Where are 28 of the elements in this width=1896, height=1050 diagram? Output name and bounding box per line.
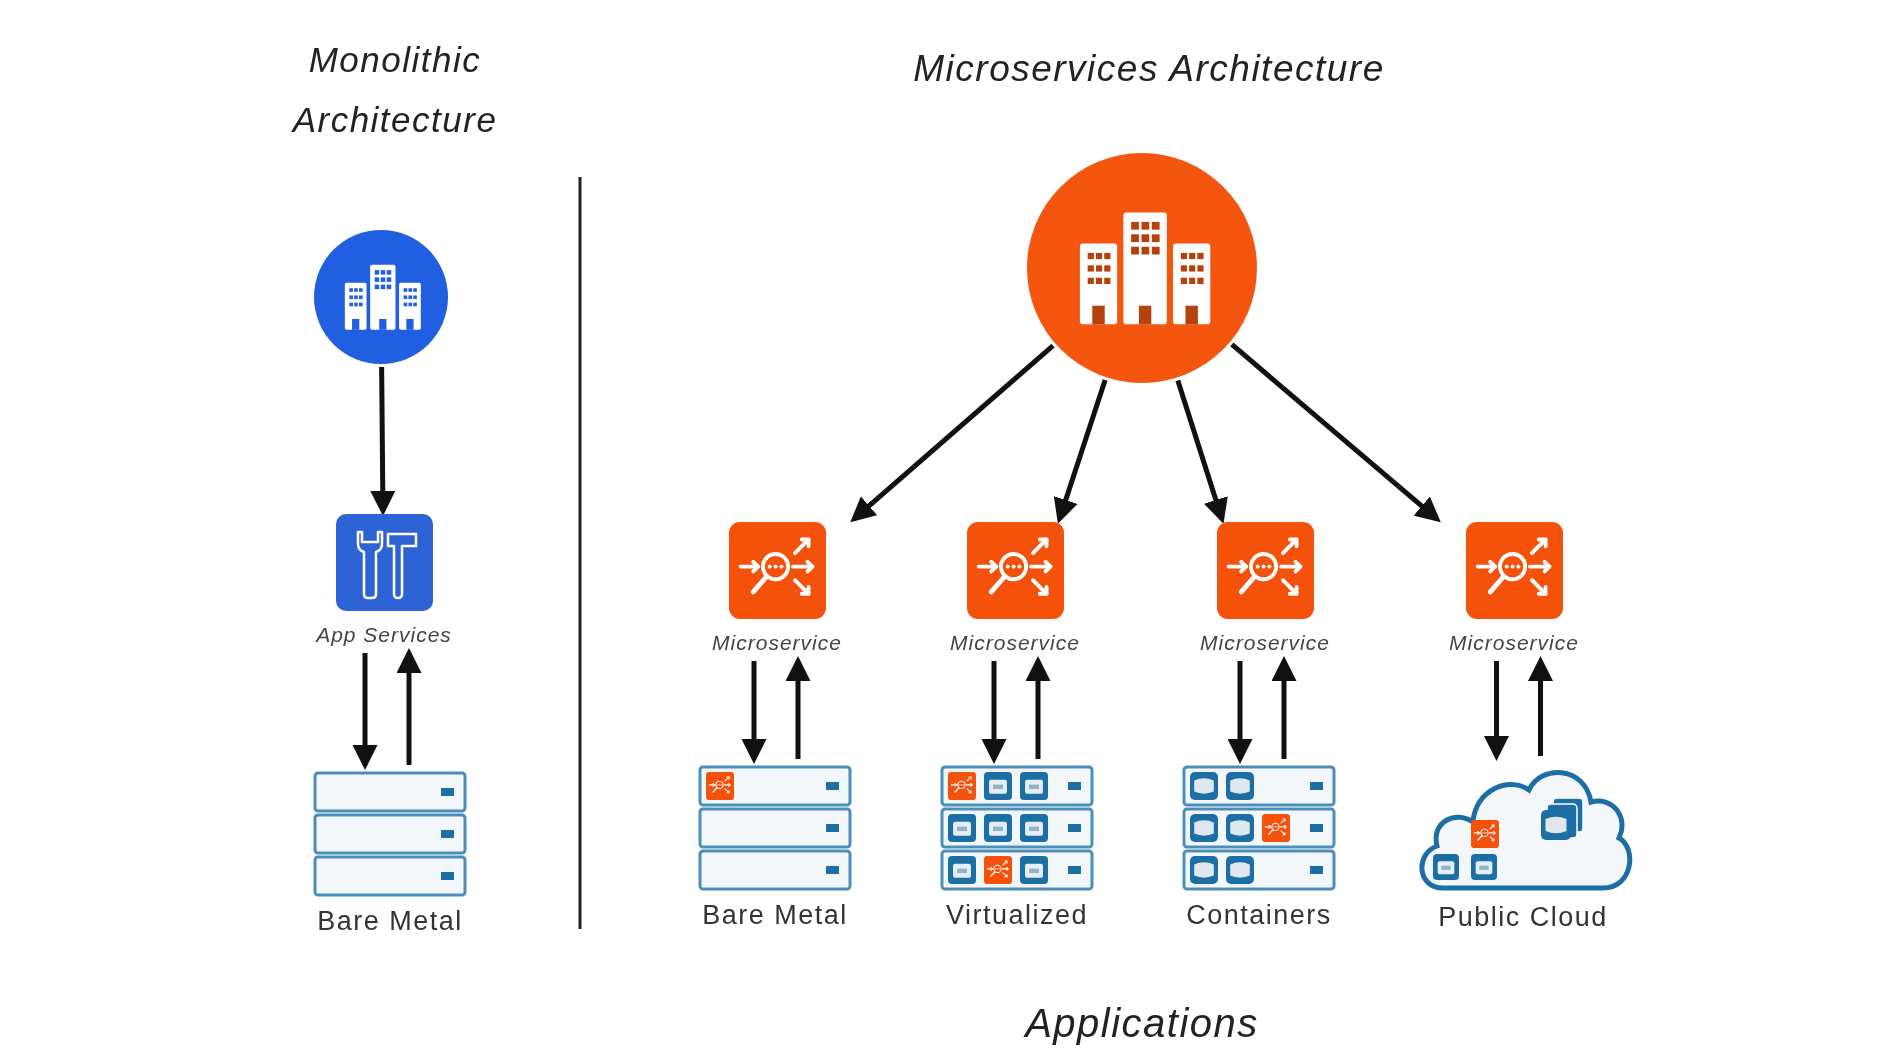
platform-label: Bare Metal xyxy=(317,906,463,937)
node-label: Microservice xyxy=(1449,631,1579,655)
arrow xyxy=(1227,661,1253,764)
node-label: App Services xyxy=(316,623,452,647)
caption: Applications xyxy=(1022,1000,1260,1046)
platform-label: Containers xyxy=(1186,900,1332,931)
arrow xyxy=(1528,656,1553,756)
platform-label: Public Cloud xyxy=(1438,902,1608,933)
arrow xyxy=(741,661,767,764)
arrow xyxy=(1484,661,1509,761)
node-label: Microservice xyxy=(712,631,842,655)
arrow xyxy=(1271,656,1297,759)
arrow xyxy=(1230,342,1441,523)
arrow xyxy=(352,653,378,770)
arrow xyxy=(370,367,396,516)
node-label: Microservice xyxy=(1200,631,1330,655)
arrow xyxy=(785,656,811,759)
arrow xyxy=(981,661,1007,764)
node-label: Microservice xyxy=(950,631,1080,655)
section-heading: Monolithic Architecture xyxy=(290,39,499,141)
platform-label: Virtualized xyxy=(945,900,1089,931)
title: Microservices Architecture xyxy=(912,48,1386,90)
arrow xyxy=(396,648,422,765)
arrow xyxy=(1053,379,1108,524)
arrow xyxy=(1025,656,1051,759)
arrow xyxy=(1175,379,1228,524)
arrow xyxy=(850,343,1055,523)
platform-label: Bare Metal xyxy=(702,900,848,931)
